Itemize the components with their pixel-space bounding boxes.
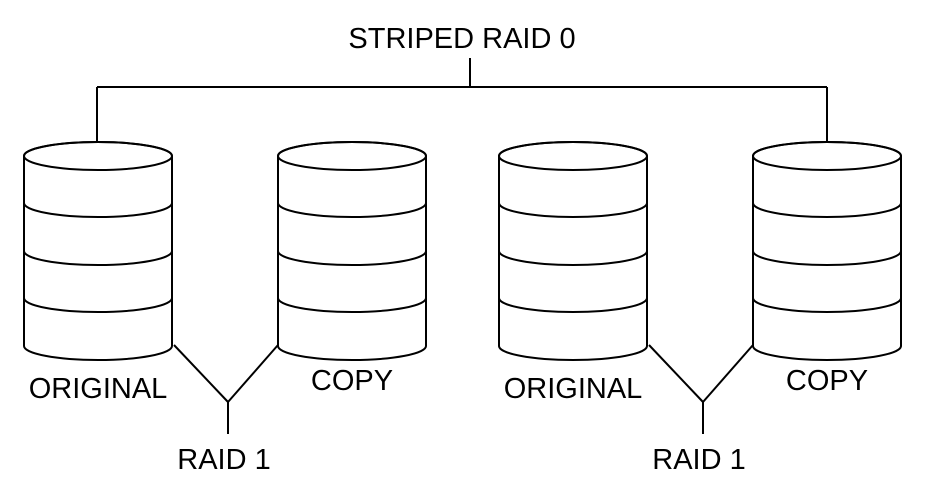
disk-copy-label: COPY xyxy=(786,365,868,397)
disk-copy xyxy=(277,141,427,361)
disk-original xyxy=(23,141,173,361)
disk-original-label: ORIGINAL xyxy=(29,373,168,405)
disk-original xyxy=(498,141,648,361)
raid1-label: RAID 1 xyxy=(652,444,745,476)
raid1-label: RAID 1 xyxy=(177,444,270,476)
raid1-group-left: ORIGINAL COPY RAID 1 xyxy=(23,141,427,476)
mirror-connector xyxy=(173,344,279,434)
disk-copy xyxy=(752,141,902,361)
raid1-group-right: ORIGINAL COPY RAID 1 xyxy=(498,141,902,476)
mirror-connector xyxy=(648,344,754,434)
stripe-title: STRIPED RAID 0 xyxy=(348,23,575,55)
disk-copy-label: COPY xyxy=(311,365,393,397)
disk-original-label: ORIGINAL xyxy=(504,373,643,405)
stripe-connector xyxy=(96,58,828,143)
